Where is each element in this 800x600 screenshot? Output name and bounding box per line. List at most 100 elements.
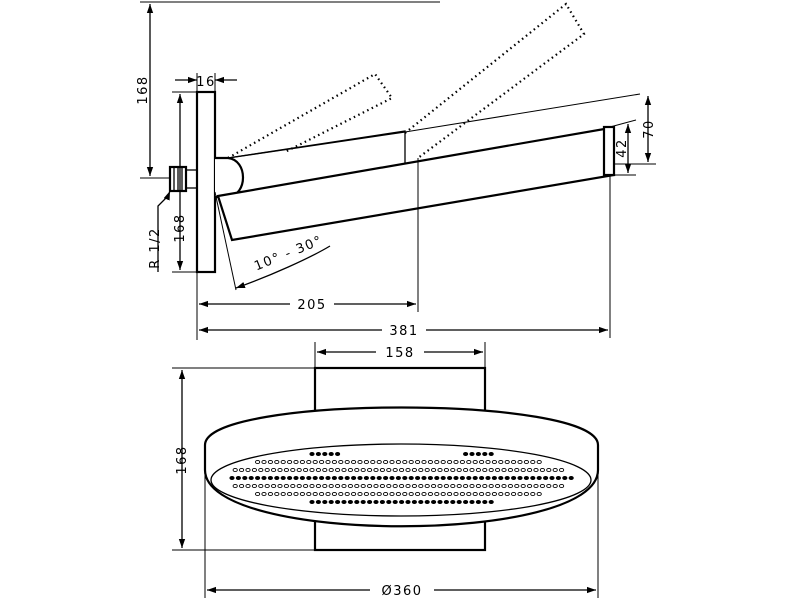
nozzle	[459, 475, 465, 481]
nozzle	[335, 451, 341, 457]
nozzle	[290, 467, 296, 473]
nozzle	[258, 483, 264, 489]
nozzle	[261, 491, 267, 497]
nozzle	[328, 483, 334, 489]
nozzle	[319, 459, 325, 465]
nozzle	[383, 475, 389, 481]
nozzle	[443, 499, 449, 505]
nozzle	[424, 499, 430, 505]
nozzle	[447, 475, 453, 481]
nozzle	[274, 491, 280, 497]
nozzle	[392, 483, 398, 489]
nozzle	[411, 467, 417, 473]
nozzle	[523, 491, 529, 497]
nozzle	[405, 483, 411, 489]
nozzle	[511, 459, 517, 465]
nozzle	[245, 483, 251, 489]
thread-connector	[168, 165, 197, 193]
nozzle	[456, 467, 462, 473]
nozzle	[408, 459, 414, 465]
nozzle	[456, 499, 462, 505]
nozzle	[527, 483, 533, 489]
nozzle	[258, 467, 264, 473]
dim-381: 381	[389, 324, 418, 339]
nozzle-pattern	[229, 451, 574, 505]
nozzle	[242, 475, 248, 481]
nozzle	[357, 459, 363, 465]
nozzle	[296, 483, 302, 489]
nozzle	[341, 483, 347, 489]
nozzle	[386, 483, 392, 489]
nozzle	[232, 467, 238, 473]
nozzle	[312, 491, 318, 497]
nozzle	[386, 499, 392, 505]
nozzle	[293, 459, 299, 465]
nozzle	[367, 483, 373, 489]
nozzle	[479, 475, 485, 481]
shower-head-disc	[203, 406, 600, 528]
nozzle	[293, 475, 299, 481]
nozzle	[507, 483, 513, 489]
nozzle	[376, 475, 382, 481]
nozzle	[376, 491, 382, 497]
nozzle	[232, 483, 238, 489]
nozzle	[511, 475, 517, 481]
nozzle	[255, 491, 261, 497]
nozzle	[341, 499, 347, 505]
nozzle	[459, 459, 465, 465]
nozzle	[303, 467, 309, 473]
nozzle	[536, 459, 542, 465]
nozzle	[539, 483, 545, 489]
nozzle	[424, 467, 430, 473]
nozzle	[322, 499, 328, 505]
nozzle	[517, 459, 523, 465]
nozzle	[472, 491, 478, 497]
nozzle	[453, 491, 459, 497]
nozzle	[511, 491, 517, 497]
nozzle	[399, 483, 405, 489]
nozzle	[501, 467, 507, 473]
dim-205: 205	[297, 298, 326, 313]
nozzle	[303, 483, 309, 489]
nozzle	[443, 483, 449, 489]
nozzle	[280, 491, 286, 497]
nozzle	[411, 483, 417, 489]
nozzle	[357, 475, 363, 481]
nozzle	[373, 483, 379, 489]
nozzle	[427, 459, 433, 465]
nozzle	[347, 467, 353, 473]
nozzle	[491, 475, 497, 481]
nozzle	[287, 491, 293, 497]
nozzle	[271, 467, 277, 473]
nozzle	[280, 459, 286, 465]
nozzle	[475, 451, 481, 457]
dim-158: 158	[385, 346, 414, 361]
front-view: 158 168 Ø360	[172, 342, 600, 599]
nozzle	[523, 459, 529, 465]
nozzle	[411, 499, 417, 505]
nozzle	[299, 491, 305, 497]
nozzle	[520, 483, 526, 489]
nozzle	[306, 475, 312, 481]
nozzle	[309, 499, 315, 505]
nozzle	[251, 483, 257, 489]
nozzle	[520, 467, 526, 473]
nozzle	[341, 467, 347, 473]
nozzle	[533, 483, 539, 489]
nozzle	[315, 467, 321, 473]
nozzle	[418, 483, 424, 489]
nozzle	[360, 483, 366, 489]
nozzle	[559, 467, 565, 473]
nozzle	[536, 475, 542, 481]
nozzle	[383, 491, 389, 497]
nozzle	[299, 475, 305, 481]
nozzle	[392, 499, 398, 505]
nozzle	[315, 499, 321, 505]
nozzle	[469, 483, 475, 489]
nozzle	[466, 459, 472, 465]
nozzle	[418, 467, 424, 473]
nozzle	[255, 475, 261, 481]
nozzle	[277, 467, 283, 473]
nozzle	[335, 483, 341, 489]
nozzle	[239, 483, 245, 489]
